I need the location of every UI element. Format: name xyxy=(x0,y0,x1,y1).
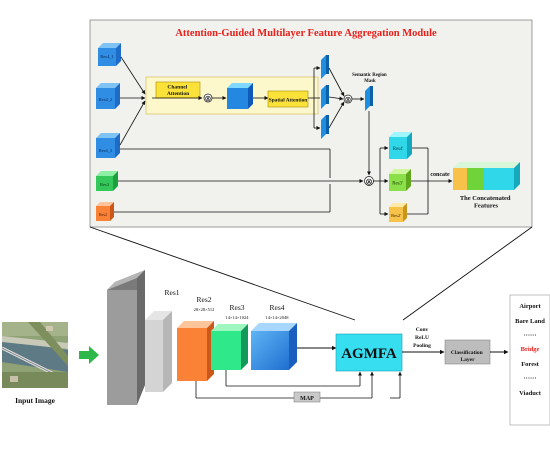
concatenated-features-text: The Concatenated xyxy=(460,195,511,202)
res3-title: Res3 xyxy=(230,303,245,312)
map-box xyxy=(293,391,321,403)
spatial-attention-label: Spatial Attention xyxy=(269,98,307,104)
res3-weighted-label: Res3' xyxy=(392,182,403,187)
res4-3-label: Res4_3 xyxy=(99,148,113,153)
res2-title: Res2 xyxy=(197,295,212,304)
class-list xyxy=(509,294,550,426)
res4-weighted-label: Res4' xyxy=(393,147,404,152)
class-ellipsis-1: ······ xyxy=(523,332,536,339)
res4-1-cube xyxy=(98,43,121,66)
channel-multiply-symbol: ⊗ xyxy=(205,94,212,103)
input-image xyxy=(1,322,69,388)
semantic-region-mask xyxy=(365,86,373,111)
class-forest: Forest xyxy=(521,361,539,368)
module-title: Attention-Guided Multilayer Feature Aggr… xyxy=(175,28,437,39)
attended-feature-cube xyxy=(227,83,253,109)
res3-block xyxy=(211,324,248,370)
res1-block xyxy=(145,311,172,392)
pooling-label: Pooling xyxy=(413,343,431,349)
semantic-mask-text: Semantic Region xyxy=(352,73,387,78)
res4-title: Res4 xyxy=(270,303,285,312)
fusion-multiply-symbol: ⊗ xyxy=(365,177,373,187)
res3-weighted-cube xyxy=(389,169,411,191)
res2-cube xyxy=(96,202,114,221)
semantic-mask-label: Semantic Region Mask xyxy=(352,73,388,84)
agmfa-box xyxy=(335,333,403,372)
res2-weighted-cube xyxy=(389,203,407,222)
res1-label: Res1 xyxy=(165,288,180,297)
channel-attention-label: Channel Attention xyxy=(167,85,189,98)
concatenated-features-label: The Concatenated Features xyxy=(460,195,512,210)
class-viaduct: Viaduct xyxy=(519,390,542,397)
res2-dim: 28×28×512 xyxy=(194,307,215,312)
res2-weighted-label: Res2' xyxy=(391,213,401,218)
res3-cube xyxy=(96,171,118,191)
class-ellipsis-2: ······ xyxy=(523,375,536,382)
spatial-map-2 xyxy=(321,85,329,109)
res3-label: Res3 xyxy=(100,182,110,187)
input-image-label: Input Image xyxy=(15,396,55,405)
conv-label: Conv xyxy=(416,327,429,333)
classification-layer-text: Classification xyxy=(451,350,483,356)
res4-block xyxy=(251,323,297,370)
concat-label: concate xyxy=(430,172,450,178)
res2-label: Res2 xyxy=(99,212,107,217)
res4-weighted-cube xyxy=(389,132,412,159)
mask-multiply-symbol: ⊗ xyxy=(345,95,352,104)
res3-dim: 14×14×1024 xyxy=(225,315,249,320)
input-arrow-icon xyxy=(79,346,99,364)
class-airport: Airport xyxy=(519,303,541,310)
classification-layer-box xyxy=(444,339,491,365)
concatenated-features-block xyxy=(453,162,520,190)
relu-label: ReLU xyxy=(415,335,429,341)
spatial-map-3 xyxy=(321,115,329,139)
spatial-map-1 xyxy=(321,55,329,79)
res4-1-label: Res4_1 xyxy=(100,54,114,59)
map-label: MAP xyxy=(300,396,314,402)
res4-2-cube xyxy=(96,83,120,109)
class-bare-land: Bare Land xyxy=(515,318,545,325)
agmfa-label: AGMFA xyxy=(341,346,397,362)
module-panel xyxy=(89,19,533,228)
res4-dim: 14×14×2048 xyxy=(265,315,289,320)
classification-layer-label: Classification Layer xyxy=(451,350,484,363)
class-bridge: Bridge xyxy=(521,346,540,353)
res2-block xyxy=(177,321,214,381)
res4-3-cube xyxy=(96,133,120,158)
spatial-attention-box xyxy=(267,90,309,108)
res4-2-label: Res4_2 xyxy=(99,97,113,102)
backbone-conv-block xyxy=(107,270,145,405)
